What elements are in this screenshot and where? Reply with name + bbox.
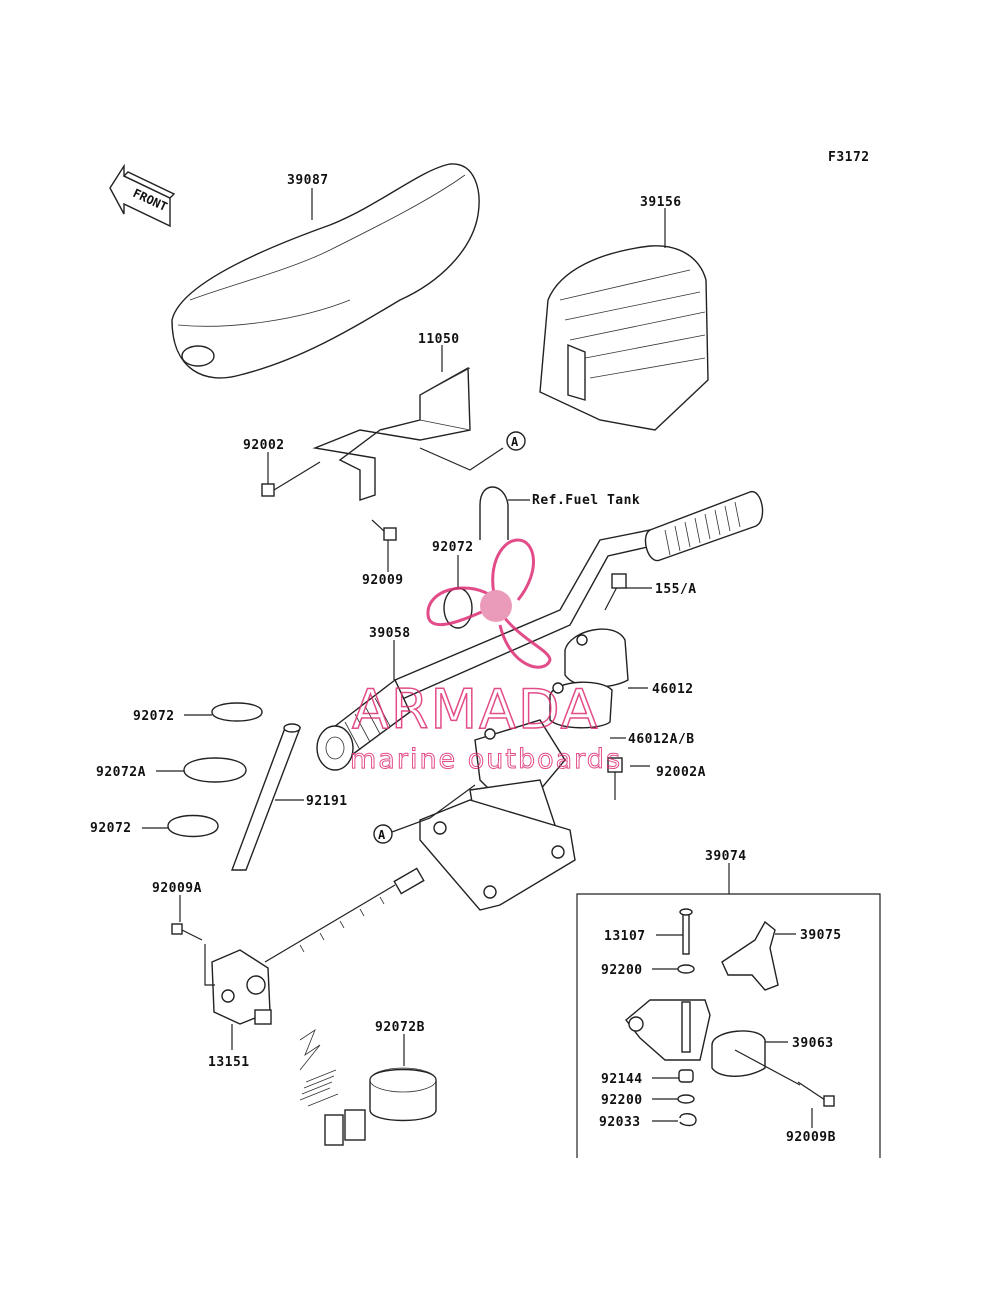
- clamp-92072-left2: [167, 814, 219, 838]
- label-92200-b: 92200: [601, 1093, 643, 1108]
- bolt-92009: [371, 519, 397, 541]
- label-92200-a: 92200: [601, 963, 643, 978]
- label-92009a: 92009A: [152, 881, 202, 896]
- screw-92009b: [797, 1081, 835, 1107]
- pin-13107: [679, 908, 693, 955]
- spring-part: [299, 1028, 366, 1146]
- steering-column-part: [419, 719, 576, 911]
- label-ref-fuel-tank: Ref.Fuel Tank: [532, 493, 640, 508]
- label-92072b: 92072B: [375, 1020, 425, 1035]
- throttle-cable-part: [264, 867, 425, 963]
- label-39058: 39058: [369, 626, 411, 641]
- cover-39063: [711, 1030, 766, 1077]
- label-39156: 39156: [640, 195, 682, 210]
- watermark-tagline: marine outboards: [350, 744, 622, 775]
- label-92002a: 92002A: [656, 765, 706, 780]
- label-92002: 92002: [243, 438, 285, 453]
- label-92009: 92009: [362, 573, 404, 588]
- label-92009b: 92009B: [786, 1130, 836, 1145]
- ref-a-bottom: A: [378, 828, 386, 842]
- label-11050: 11050: [418, 332, 460, 347]
- holder-46012: [564, 628, 629, 688]
- label-155a: 155/A: [655, 582, 697, 597]
- seat-part: [171, 163, 480, 379]
- circlip-92033: [679, 1113, 697, 1127]
- clamp-92072-left1: [211, 702, 263, 722]
- ref-a-top: A: [511, 435, 519, 449]
- label-92072a: 92072A: [96, 765, 146, 780]
- label-92072-top: 92072: [432, 540, 474, 555]
- watermark-brand: ARMADA: [352, 678, 600, 741]
- label-39075: 39075: [800, 928, 842, 943]
- bolt-155a: [604, 573, 627, 611]
- cover-part: [539, 245, 709, 431]
- bracket-part: [312, 366, 471, 501]
- label-46012ab: 46012A/B: [628, 732, 695, 747]
- clamp-92072a: [183, 757, 247, 783]
- watermark-logo: ARMADA marine outboards: [350, 538, 622, 776]
- label-39074: 39074: [705, 849, 747, 864]
- label-92144: 92144: [601, 1072, 643, 1087]
- handlebar-part: [316, 491, 764, 771]
- washer-92200-a: [677, 964, 695, 974]
- spring-92144: [678, 1069, 694, 1083]
- label-39087: 39087: [287, 173, 329, 188]
- label-39063: 39063: [792, 1036, 834, 1051]
- holder-46012ab: [549, 681, 613, 729]
- label-92072-left2: 92072: [90, 821, 132, 836]
- label-13107: 13107: [604, 929, 646, 944]
- label-46012: 46012: [652, 682, 694, 697]
- label-92191: 92191: [306, 794, 348, 809]
- bolt-92009a: [171, 923, 203, 941]
- label-92033: 92033: [599, 1115, 641, 1130]
- clamp-92072b: [369, 1067, 437, 1122]
- label-92072-left1: 92072: [133, 709, 175, 724]
- assembly-box-39074: [576, 893, 881, 1158]
- figure-code: F3172: [828, 150, 870, 165]
- lever-housing: [625, 999, 711, 1061]
- front-arrow-icon: FRONT: [109, 163, 176, 228]
- throttle-case-13151: [211, 949, 272, 1025]
- lever-39075: [721, 920, 779, 991]
- label-13151: 13151: [208, 1055, 250, 1070]
- hose-92191: [230, 723, 302, 871]
- bolt-92002: [261, 461, 321, 497]
- washer-92200-b: [677, 1094, 695, 1104]
- bolt-92002a: [607, 757, 623, 800]
- propeller-icon: [426, 538, 552, 669]
